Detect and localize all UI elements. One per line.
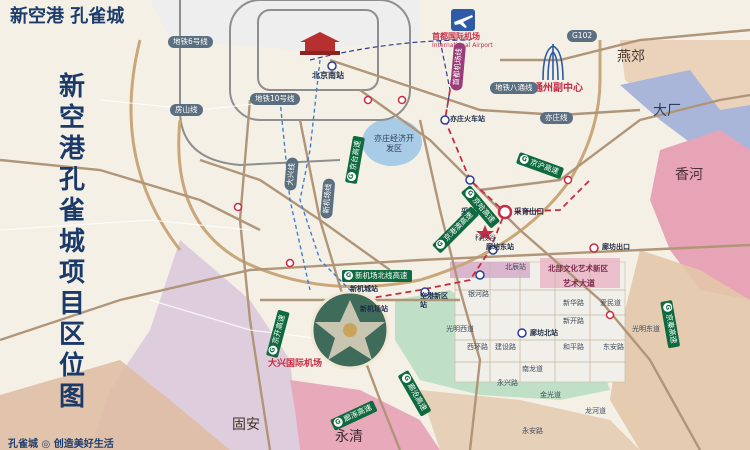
page-title: 新空港孔雀城项目区位图 — [58, 72, 85, 412]
station-beijing-south: 北京南站 — [312, 71, 344, 80]
region-east-tan — [610, 250, 750, 450]
station-xinjichang: 新机场站 — [360, 305, 388, 313]
street-dongan: 东安路 — [603, 343, 624, 351]
brand-title: 新空港 孔雀城 — [10, 6, 125, 27]
metro-badge-yizhuang: 亦庄线 — [540, 112, 573, 124]
road-badge-g102: G102 — [567, 30, 598, 42]
station-langfang-north: 廊坊北站 — [530, 329, 558, 337]
highways — [0, 28, 750, 450]
art-avenue-label: 艺术大道 — [563, 279, 595, 288]
rail-station-markers — [233, 61, 615, 338]
daxing-airport-label: 大兴国际机场 — [268, 359, 323, 369]
road-badge-xinjichang-north: 新机场北线高速 — [342, 270, 412, 282]
region-label-tongzhou: 通州副中心 — [533, 83, 583, 94]
region-label-dachang: 大厂 — [653, 103, 681, 119]
tongzhou-tower-icon — [542, 44, 564, 81]
rail-lines — [359, 59, 591, 301]
plane-icon — [451, 9, 475, 31]
region-label-yongqing: 永清 — [335, 429, 363, 445]
station-konggang-new: 空港新区站 — [420, 292, 448, 309]
station-langfang-east: 廊坊东站 — [486, 243, 514, 251]
street-guangming-east: 光明东道 — [632, 325, 660, 333]
metro-badge-line8: 地铁八通线 — [490, 82, 538, 94]
project-star-icon — [476, 225, 494, 241]
region-label-gu-an: 固安 — [232, 417, 260, 433]
station-yizhuang-train: 亦庄火车站 — [450, 115, 485, 123]
street-aimin: 爱民道 — [600, 299, 621, 307]
street-xinhua: 新华路 — [563, 299, 584, 307]
metro-lines — [279, 59, 361, 301]
station-kejigu: 科技谷 — [475, 234, 496, 242]
region-label-yanjiao: 燕郊 — [617, 49, 645, 65]
daxing-airport-icon — [310, 290, 390, 370]
langfang-grid — [455, 262, 625, 382]
street-yinhe: 银河路 — [468, 290, 489, 298]
metro-badge-fangshan: 房山线 — [170, 104, 203, 116]
metro-badge-line10: 地铁10号线 — [250, 93, 300, 105]
region-dachang — [620, 70, 750, 150]
tiananmen-icon — [300, 32, 340, 55]
capital-airport-label: 首都国际机场 — [432, 32, 480, 41]
station-langfang-exit: 廊坊出口 — [602, 243, 630, 251]
street-nanlong: 南龙道 — [522, 365, 543, 373]
street-jinguang: 金光道 — [540, 391, 561, 399]
street-xihuan: 西环路 — [467, 343, 488, 351]
outer-ring-road — [129, 39, 602, 289]
street-xinkai: 新开路 — [563, 317, 584, 325]
street-yongan: 永安路 — [522, 427, 543, 435]
street-longhe: 龙河道 — [585, 407, 606, 415]
region-gu-an — [0, 360, 230, 450]
station-north-star: 北辰站 — [505, 263, 526, 271]
metro-badge-line6: 地铁6号线 — [168, 36, 213, 48]
region-label-xianghe: 香河 — [675, 167, 703, 183]
street-heping: 和平路 — [563, 343, 584, 351]
station-xinjicheng: 新机城站 — [350, 285, 378, 293]
north-art-zone-label: 北部文化艺术新区 — [548, 264, 608, 273]
street-guangming-west: 光明西道 — [446, 325, 474, 333]
street-jianshe: 建设路 — [495, 343, 516, 351]
yizhuang-lake — [362, 118, 422, 166]
street-yongxing: 永兴路 — [497, 379, 518, 387]
region-xianghe — [650, 130, 750, 300]
station-caiyu-exit: 采育出口 — [514, 207, 544, 216]
region-beijing-top — [150, 0, 420, 50]
region-label-yizhuang: 亦庄经济开发区 — [374, 134, 414, 153]
bottom-caption: 孔雀城 ◎ 创造美好生活 — [8, 439, 114, 450]
